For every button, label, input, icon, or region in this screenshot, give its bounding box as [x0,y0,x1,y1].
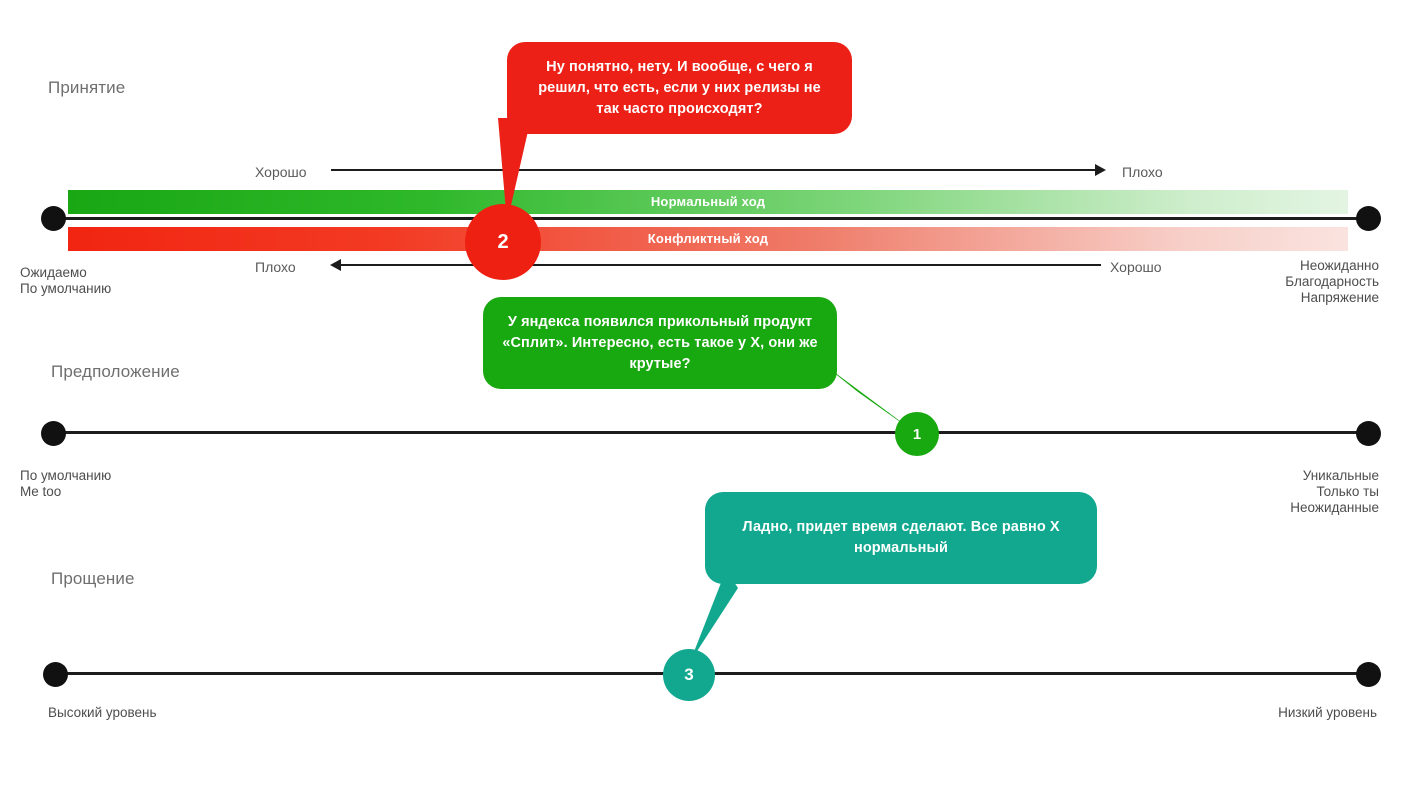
row1-right-labels: Неожиданно Благодарность Напряжение [1285,258,1379,306]
arrow-label-top-left: Хорошо [255,164,307,180]
bubble-tail-red-icon [498,118,531,223]
bubble-teal: Ладно, придет время сделают. Все равно X… [705,492,1097,584]
marker-2-label: 2 [497,230,509,253]
bar-conflict-flow: Конфликтный ход [68,227,1348,251]
section-title-forgiveness: Прощение [51,569,135,588]
row1-right-label-2: Напряжение [1300,290,1379,305]
marker-1[interactable]: 1 [895,412,939,456]
row2-left-label-1: Me too [20,484,62,499]
bar-normal-flow: Нормальный ход [68,190,1348,214]
axis-dot-right-forgiveness [1356,662,1381,687]
arrow-label-bottom-right: Хорошо [1110,259,1162,275]
axis-dot-left-forgiveness [43,662,68,687]
arrow-bad-to-good [330,259,1105,271]
bar-conflict-flow-label: Конфликтный ход [647,231,769,246]
bar-normal-flow-label: Нормальный ход [650,194,766,209]
section-title-assumption: Предположение [51,362,180,381]
row3-left-label-0: Высокий уровень [48,705,157,720]
arrow-head-right-icon [1095,164,1106,176]
bubble-tail-teal-icon [690,570,738,662]
arrow-shaft [341,264,1101,266]
row2-right-label-2: Неожиданные [1290,500,1379,515]
marker-3[interactable]: 3 [663,649,715,701]
axis-dot-left-acceptance [41,206,66,231]
row3-right-labels: Низкий уровень [1278,705,1377,721]
bubble-teal-text: Ладно, придет время сделают. Все равно X… [742,519,1060,556]
arrow-label-bottom-left: Плохо [255,259,296,275]
marker-1-label: 1 [912,425,922,443]
row2-right-labels: Уникальные Только ты Неожиданные [1290,468,1379,516]
row1-right-label-1: Благодарность [1285,274,1379,289]
arrow-good-to-bad [331,164,1106,176]
row2-right-label-1: Только ты [1316,484,1379,499]
row3-left-labels: Высокий уровень [48,705,157,721]
bubble-red: Ну понятно, нету. И вообще, с чего я реш… [507,42,852,134]
row1-left-label-0: Ожидаемо [20,265,87,280]
row1-left-label-1: По умолчанию [20,281,112,296]
bubble-tail-green-icon [818,360,920,436]
marker-2[interactable]: 2 [465,204,541,280]
axis-dot-right-acceptance [1356,206,1381,231]
axis-dot-right-assumption [1356,421,1381,446]
bubble-green-text: У яндекса появился прикольный продукт «С… [502,313,818,372]
row1-left-labels: Ожидаемо По умолчанию [20,265,111,297]
row2-right-label-0: Уникальные [1302,468,1379,483]
axis-line-acceptance [53,217,1368,220]
bubble-green: У яндекса появился прикольный продукт «С… [483,297,837,389]
arrow-shaft [331,169,1095,171]
row1-right-label-0: Неожиданно [1300,258,1379,273]
arrow-head-left-icon [330,259,341,271]
row2-left-labels: По умолчанию Me too [20,468,111,500]
row3-right-label-0: Низкий уровень [1278,705,1377,720]
arrow-label-top-right: Плохо [1122,164,1163,180]
marker-3-label: 3 [684,665,694,684]
section-title-acceptance: Принятие [48,78,126,97]
bubble-red-text: Ну понятно, нету. И вообще, с чего я реш… [538,58,821,117]
axis-dot-left-assumption [41,421,66,446]
axis-line-assumption [53,431,1368,434]
row2-left-label-0: По умолчанию [20,468,112,483]
